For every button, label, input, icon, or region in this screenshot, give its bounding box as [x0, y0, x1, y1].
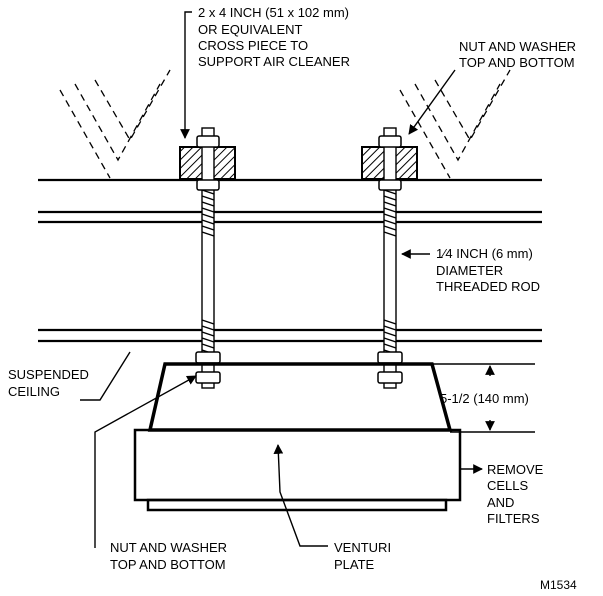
- beam-lines: [38, 178, 542, 343]
- nut-washer-bottom-label: NUT AND WASHER TOP AND BOTTOM: [110, 540, 231, 572]
- nut-washer-top-label: NUT AND WASHER TOP AND BOTTOM: [459, 39, 580, 70]
- dimension-marker: [430, 363, 535, 433]
- dimension-label: 5-1/2 (140 mm): [440, 391, 529, 406]
- air-cleaner: [133, 362, 462, 512]
- venturi-plate-label: VENTURI PLATE: [334, 540, 395, 572]
- joists: [59, 69, 511, 179]
- suspended-ceiling-label: SUSPENDED CEILING: [8, 367, 93, 399]
- threaded-rod-label: 1⁄4 INCH (6 mm) DIAMETER THREADED ROD: [436, 246, 540, 294]
- cross-piece-label: 2 x 4 INCH (51 x 102 mm) OR EQUIVALENT C…: [198, 5, 353, 69]
- remove-cells-label: REMOVE CELLS AND FILTERS: [487, 462, 547, 526]
- nuts-top: [196, 135, 402, 191]
- nuts-bottom: [195, 351, 403, 384]
- threaded-rod-right: [383, 127, 397, 389]
- threaded-rod-left: [201, 127, 215, 389]
- figure-id: M1534: [540, 578, 577, 592]
- leader-lines: [80, 11, 483, 548]
